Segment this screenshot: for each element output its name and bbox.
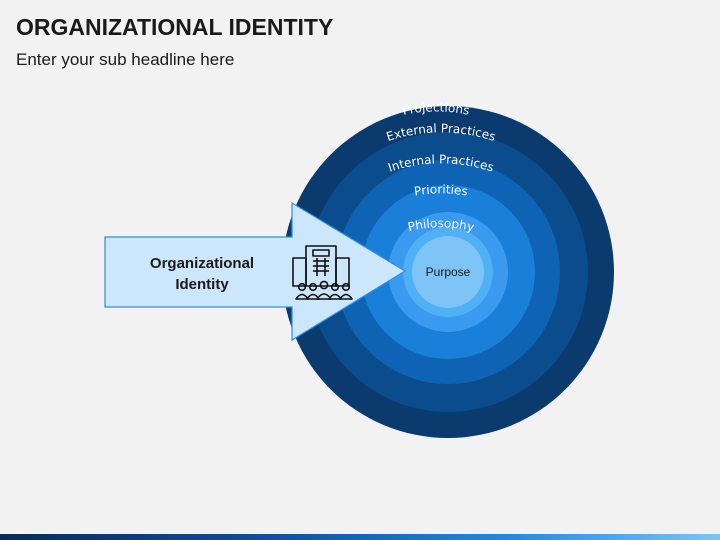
identity-arrow bbox=[104, 201, 407, 342]
ring-label-projections: Projections bbox=[401, 100, 470, 117]
page-subtitle: Enter your sub headline here bbox=[16, 50, 235, 69]
building-people-icon bbox=[292, 245, 353, 300]
footer-accent-bar bbox=[0, 534, 720, 540]
ring-label-priorities: Priorities bbox=[413, 182, 469, 198]
ring-label-philosophy: Philosophy bbox=[406, 216, 475, 234]
arrow-label-line1: Organizational bbox=[150, 255, 254, 272]
page-title: ORGANIZATIONAL IDENTITY bbox=[16, 14, 334, 40]
core-purpose bbox=[412, 236, 484, 308]
arrow-label-line2: Identity bbox=[175, 276, 229, 293]
core-label-purpose: Purpose bbox=[426, 265, 471, 279]
